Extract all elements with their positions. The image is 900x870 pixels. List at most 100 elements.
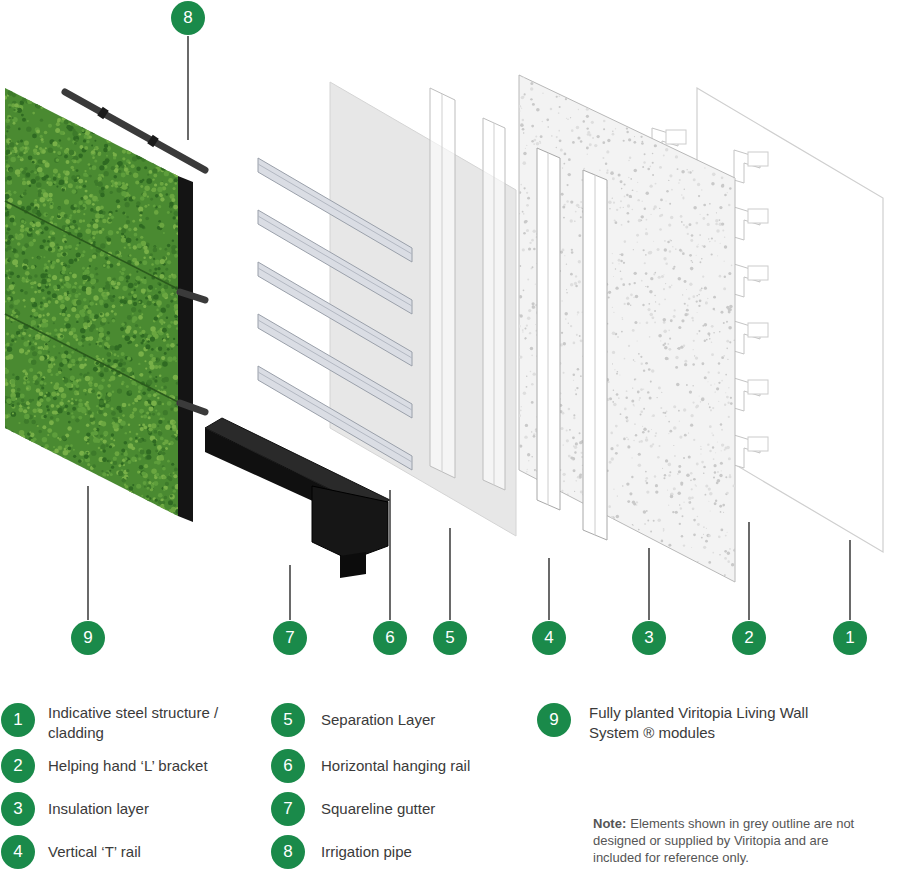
insulation-speck [577,564,580,567]
insulation-speck [689,90,691,92]
gutter-outlet [312,486,388,560]
insulation-speck [704,110,706,112]
insulation-speck [669,569,670,570]
insulation-speck [656,397,657,398]
insulation-speck [695,87,698,90]
insulation-speck [559,95,561,97]
insulation-speck [665,262,668,265]
insulation-speck [614,219,616,221]
insulation-speck [663,545,665,547]
insulation-speck [654,475,656,477]
insulation-speck [696,564,699,567]
leaf [6,333,9,336]
insulation-speck [543,515,545,517]
insulation-speck [575,480,577,482]
insulation-speck [663,477,665,479]
insulation-speck [566,534,569,537]
insulation-speck [693,439,695,441]
leaf [23,483,26,486]
insulation-speck [531,456,533,458]
insulation-speck [701,189,702,190]
insulation-speck [612,262,614,264]
insulation-speck [704,287,707,290]
insulation-speck [524,506,525,507]
insulation-speck [691,488,693,490]
insulation-speck [642,304,644,306]
insulation-speck [672,246,673,247]
leaf [15,376,19,380]
insulation-speck [632,387,633,388]
leaf [44,495,48,499]
insulation-speck [669,338,671,340]
insulation-speck [678,124,681,127]
insulation-speck [725,136,728,139]
insulation-speck [712,552,714,554]
leaf [30,504,35,509]
insulation-speck [699,132,702,135]
leaf [110,488,115,493]
insulation-speck [563,217,565,219]
insulation-speck [721,222,724,225]
insulation-speck [583,120,585,122]
insulation-speck [650,165,652,167]
leaf [45,284,49,288]
insulation-speck [578,503,579,504]
insulation-speck [627,445,630,448]
insulation-speck [661,136,663,138]
insulation-speck [621,188,623,190]
insulation-speck [580,490,583,493]
leaf [98,227,102,231]
leaf [144,205,147,208]
insulation-speck [654,571,657,574]
insulation-speck [630,305,631,306]
insulation-speck [711,253,713,255]
insulation-speck [723,164,726,167]
insulation-speck [635,434,637,436]
leaf [118,296,121,299]
insulation-speck [522,128,525,131]
leaf [63,235,66,238]
insulation-speck [608,200,612,204]
insulation-speck [524,435,527,438]
insulation-speck [581,207,582,208]
leaf [89,175,92,178]
leaf [32,447,36,451]
insulation-speck [677,581,678,582]
insulation-speck [729,548,731,550]
insulation-speck [633,359,634,360]
insulation-speck [526,204,529,207]
insulation-speck [708,501,709,502]
insulation-speck [723,512,724,513]
insulation-speck [533,143,535,145]
insulation-speck [612,133,615,136]
insulation-speck [519,495,521,497]
leaf [70,444,73,447]
leaf [138,96,143,101]
leaf [61,464,66,469]
insulation-speck [564,204,566,206]
insulation-speck [674,309,676,311]
insulation-speck [616,393,619,396]
insulation-speck [567,494,568,495]
insulation-speck [638,463,642,467]
insulation-speck [563,444,564,445]
insulation-speck [580,452,582,454]
insulation-speck [519,213,520,214]
insulation-speck [531,401,534,404]
insulation-speck [538,567,540,569]
leaf [49,509,53,513]
insulation-speck [520,184,522,186]
insulation-speck [628,345,630,347]
insulation-speck [633,249,634,250]
insulation-speck [574,451,576,453]
insulation-speck [615,452,618,455]
insulation-speck [729,474,730,475]
leaf [31,488,36,493]
insulation-speck [634,321,637,324]
foliage-texture [3,86,180,518]
insulation-speck [696,404,699,407]
insulation-speck [663,412,665,414]
insulation-speck [620,270,622,272]
insulation-speck [719,93,721,95]
insulation-speck [686,309,689,312]
